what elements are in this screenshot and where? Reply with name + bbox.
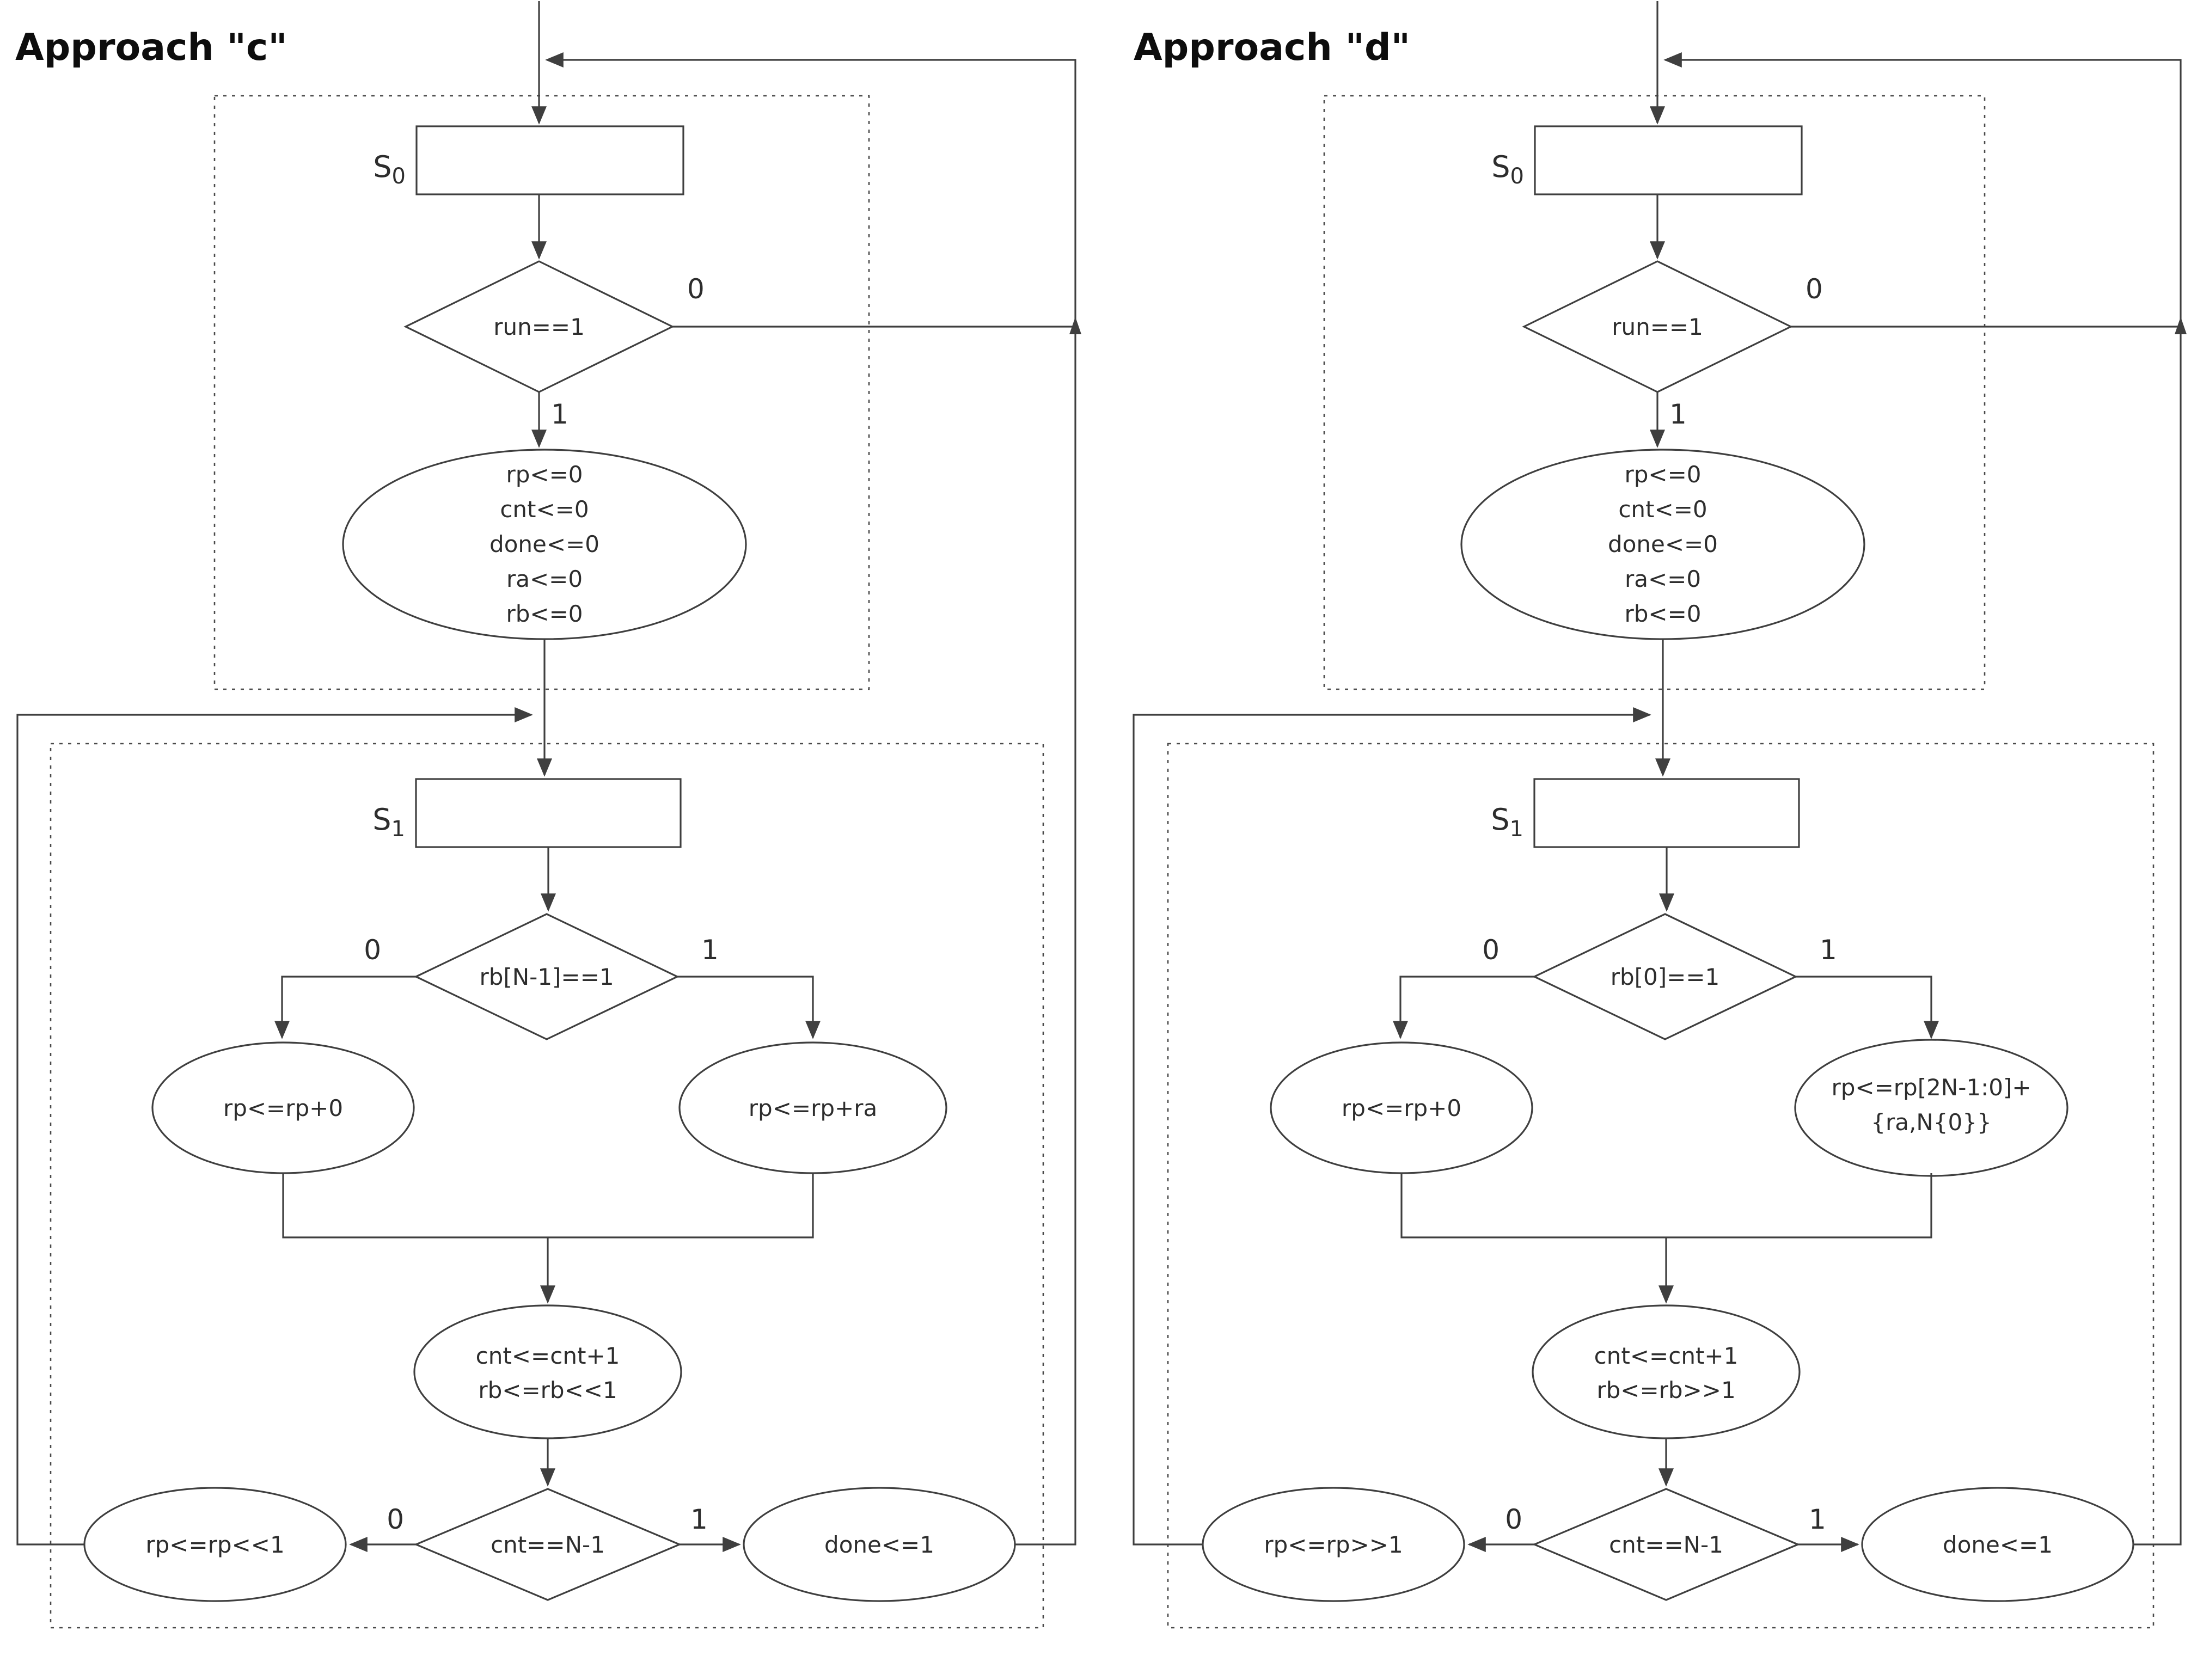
- edge-merge: [1400, 1173, 1932, 1238]
- state-box-s1: [415, 778, 682, 848]
- process-shift-label: rp<=rp>>1: [1264, 1531, 1403, 1558]
- decision-bit-label: rb[N-1]==1: [479, 964, 614, 990]
- edge-loop-right: [545, 52, 1076, 1546]
- decision-run-label: run==1: [1612, 314, 1703, 340]
- edge-loop-right: [1663, 52, 2182, 1546]
- init-line: rp<=0: [1624, 461, 1701, 488]
- state-box-s1: [1533, 778, 1800, 848]
- init-line: rb<=0: [1624, 600, 1701, 627]
- decision-cnt: [413, 1488, 682, 1601]
- step-line: rb<=rb>>1: [1596, 1377, 1735, 1403]
- step-line: rb<=rb<<1: [478, 1377, 617, 1403]
- decision-bit-label: rb[0]==1: [1611, 964, 1720, 990]
- process-shift-label: rp<=rp<<1: [145, 1531, 284, 1558]
- edge-bit-no: [274, 976, 416, 1039]
- process-step: [1532, 1304, 1801, 1439]
- state-label-s0: S0: [1491, 150, 1524, 189]
- arrowhead-up-icon: [2175, 317, 2187, 334]
- branch-label-bit-yes: 1: [701, 934, 719, 966]
- flowchart-approach-d: Approach "d" S0 run==1 0 1 rp<=0 cnt<=0 …: [1133, 1, 2187, 1629]
- process-add-a-label: rp<=rp+ra: [749, 1095, 877, 1121]
- step-line: cnt<=cnt+1: [1594, 1342, 1739, 1369]
- edge-merge: [282, 1173, 814, 1238]
- branch-label-run-no: 0: [687, 273, 705, 305]
- state-label-s1: S1: [1491, 802, 1523, 842]
- init-line: rp<=0: [506, 461, 583, 488]
- decision-cnt-label: cnt==N-1: [491, 1531, 605, 1558]
- arrowhead-up-icon: [1069, 317, 1081, 334]
- process-add-zero-label: rp<=rp+0: [223, 1095, 343, 1121]
- edge-bit-yes: [1796, 976, 1939, 1039]
- branch-label-cnt-no: 0: [387, 1504, 404, 1535]
- branch-label-cnt-yes: 1: [1809, 1504, 1826, 1535]
- process-add-a: [1794, 1039, 2068, 1177]
- process-add-a-line: {ra,N{0}}: [1871, 1109, 1991, 1136]
- process-add-a-line: rp<=rp[2N-1:0]+: [1831, 1074, 2031, 1101]
- branch-label-run-yes: 1: [551, 398, 568, 430]
- init-line: cnt<=0: [500, 496, 589, 523]
- edge-loop-left: [16, 707, 533, 1546]
- init-line: done<=0: [489, 531, 599, 557]
- chart-title-d: Approach "d": [1134, 26, 1410, 69]
- decision-cnt: [1532, 1488, 1801, 1601]
- decision-cnt-label: cnt==N-1: [1609, 1531, 1723, 1558]
- init-line: rb<=0: [506, 600, 583, 627]
- state-label-s0: S0: [373, 150, 406, 189]
- init-line: cnt<=0: [1618, 496, 1707, 523]
- state-box-s0: [415, 125, 684, 195]
- decision-bit: [414, 913, 680, 1040]
- flowchart-approach-c: Approach "c" S0 run==1 0 1 rp<=0 cnt<=0 …: [15, 1, 1081, 1629]
- state-box-s0: [1534, 125, 1803, 195]
- process-done: [1861, 1487, 2134, 1602]
- edge-bit-no: [1393, 976, 1534, 1039]
- edge-loop-left: [1133, 707, 1651, 1546]
- process-shift: [1202, 1487, 1465, 1602]
- process-done-label: done<=1: [1943, 1531, 2053, 1558]
- step-line: cnt<=cnt+1: [476, 1342, 620, 1369]
- process-done: [743, 1487, 1016, 1602]
- s0-dashed-region: [213, 95, 870, 690]
- init-line: done<=0: [1608, 531, 1718, 557]
- state-label-s1: S1: [372, 802, 405, 842]
- chart-title-c: Approach "c": [15, 26, 287, 69]
- branch-label-cnt-yes: 1: [690, 1504, 708, 1535]
- branch-label-bit-no: 0: [364, 934, 381, 966]
- process-add-zero-label: rp<=rp+0: [1342, 1095, 1461, 1121]
- process-shift: [83, 1487, 347, 1602]
- s1-dashed-region: [1167, 743, 2155, 1629]
- s1-dashed-region: [50, 743, 1044, 1629]
- init-line: ra<=0: [506, 566, 583, 592]
- decision-run-label: run==1: [493, 314, 585, 340]
- process-step: [413, 1304, 682, 1439]
- init-line: ra<=0: [1625, 566, 1701, 592]
- decision-bit: [1532, 913, 1798, 1040]
- branch-label-run-no: 0: [1806, 273, 1823, 305]
- process-done-label: done<=1: [824, 1531, 934, 1558]
- branch-label-cnt-no: 0: [1505, 1504, 1522, 1535]
- branch-label-run-yes: 1: [1669, 398, 1687, 430]
- branch-label-bit-yes: 1: [1820, 934, 1837, 966]
- edge-bit-yes: [677, 976, 821, 1039]
- branch-label-bit-no: 0: [1482, 934, 1500, 966]
